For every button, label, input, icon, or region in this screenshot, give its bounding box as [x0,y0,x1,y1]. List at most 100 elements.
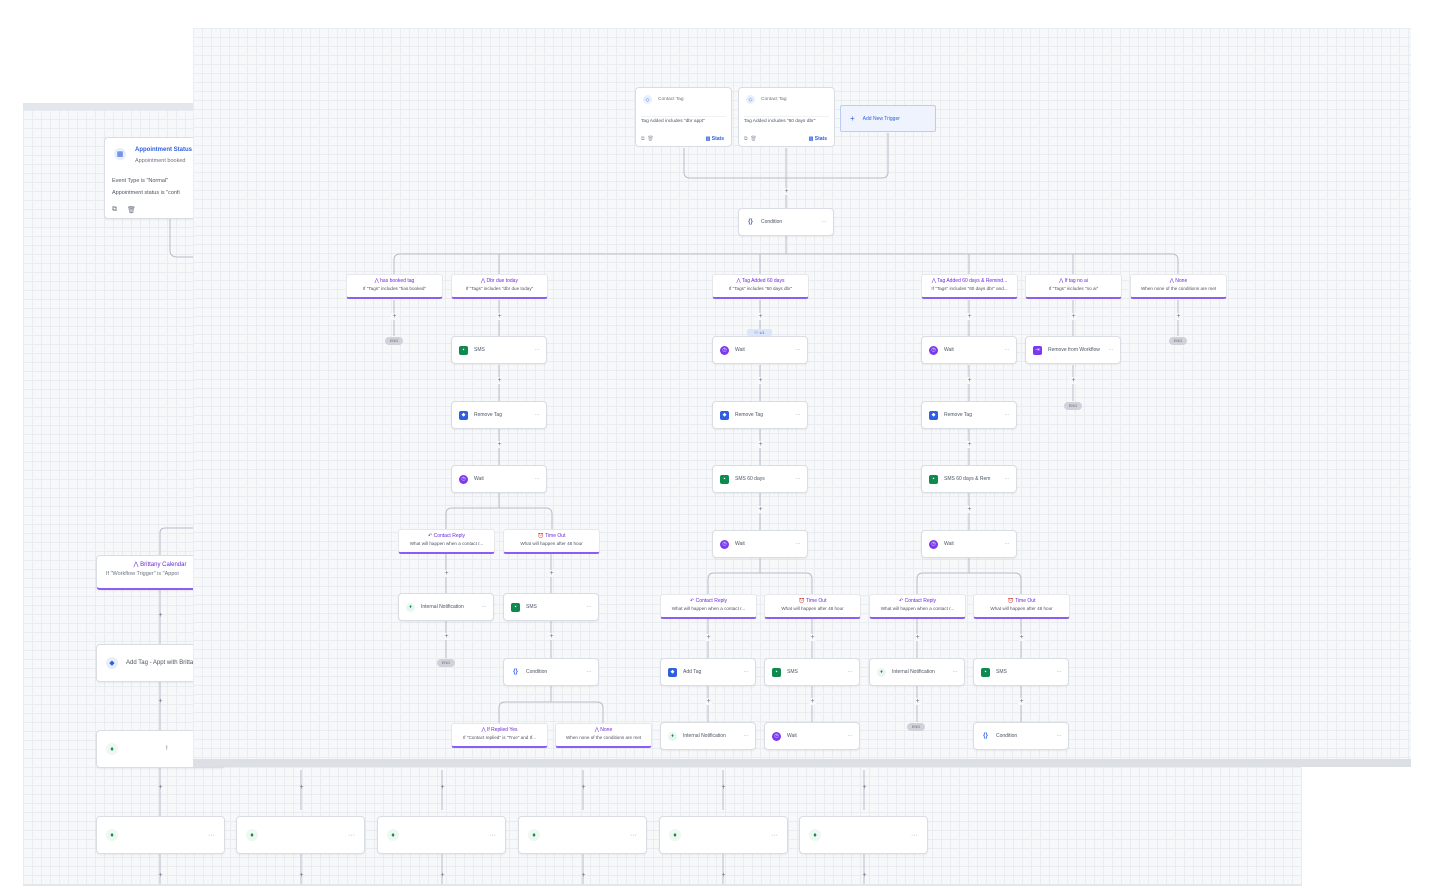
trash-icon[interactable]: 🗑 [127,207,136,214]
add-step-plus[interactable]: + [757,377,764,384]
bottom-node-6[interactable]: ♦··· [799,816,928,854]
stats-link[interactable]: ▥ Stats [706,136,724,142]
add-step-plus[interactable]: + [966,506,973,513]
remove-tag-node[interactable]: ◆Remove Tag··· [451,401,547,429]
wait-node[interactable]: ◷Wait··· [921,336,1017,364]
add-step-plus[interactable]: + [158,784,163,791]
wait-node[interactable]: ◷Wait··· [712,530,808,558]
copy-icon[interactable]: ⧉ [641,136,645,142]
trigger-contact-tag-2[interactable]: ◇Contact Tag Tag Added includes "60 days… [738,87,835,147]
bottom-node-3[interactable]: ♦··· [377,816,506,854]
more-icon[interactable]: ··· [348,831,355,839]
add-step-plus[interactable]: + [496,313,503,320]
add-step-plus[interactable]: + [443,570,450,577]
add-step-plus[interactable]: + [496,377,503,384]
sms-node[interactable]: ▪SMS··· [503,593,599,621]
branch-tag-added-60-days-remind[interactable]: ⋀ Tag Added 60 days & Remind...If "Tags"… [921,274,1018,299]
add-step-plus[interactable]: + [158,612,163,619]
more-icon[interactable]: ··· [481,604,487,610]
add-step-plus[interactable]: + [705,698,712,705]
condition-node[interactable]: {}Condition··· [973,722,1069,750]
add-step-plus[interactable]: + [440,872,445,879]
more-icon[interactable]: ··· [771,831,778,839]
add-step-plus[interactable]: + [1175,313,1182,320]
add-step-plus[interactable]: + [158,872,163,879]
more-icon[interactable]: ··· [1108,347,1114,353]
add-step-plus[interactable]: + [443,633,450,640]
trigger-contact-tag-1[interactable]: ◇Contact Tag Tag Added includes "dbr app… [635,87,732,147]
add-step-plus[interactable]: + [966,377,973,384]
more-icon[interactable]: ··· [1004,541,1010,547]
add-step-plus[interactable]: + [548,633,555,640]
add-step-plus[interactable]: + [757,313,764,320]
add-step-plus[interactable]: + [783,188,790,195]
more-icon[interactable]: ··· [795,476,801,482]
add-step-plus[interactable]: + [966,441,973,448]
sms-node[interactable]: ▪SMS··· [764,658,860,686]
trash-icon[interactable]: 🗑 [750,136,757,142]
more-icon[interactable]: ··· [743,669,749,675]
more-icon[interactable]: ··· [795,412,801,418]
bottom-node-4[interactable]: ♦··· [518,816,647,854]
more-icon[interactable]: ··· [743,733,749,739]
trash-icon[interactable]: 🗑 [647,136,654,142]
more-icon[interactable]: ··· [1056,733,1062,739]
remove-from-workflow-node[interactable]: ⇥Remove from Workflow··· [1025,336,1121,364]
more-icon[interactable]: ··· [795,541,801,547]
more-icon[interactable]: ··· [630,831,637,839]
wait-node[interactable]: ◷Wait··· [451,465,547,493]
bottom-node-2[interactable]: ♦··· [236,816,365,854]
wait-node[interactable]: ◷Wait··· [921,530,1017,558]
add-step-plus[interactable]: + [809,634,816,641]
more-icon[interactable]: ··· [821,219,827,225]
add-step-plus[interactable]: + [158,698,163,705]
sms-node[interactable]: ▪SMS··· [973,658,1069,686]
internal-notification-node[interactable]: ♦Internal Notification··· [660,722,756,750]
more-icon[interactable]: ··· [208,831,215,839]
add-step-plus[interactable]: + [721,872,726,879]
internal-notification-node[interactable]: ♦Internal Notification··· [398,593,494,621]
add-step-plus[interactable]: + [1070,377,1077,384]
more-icon[interactable]: ··· [586,604,592,610]
more-icon[interactable]: ··· [489,831,496,839]
add-step-plus[interactable]: + [966,313,973,320]
add-step-plus[interactable]: + [914,698,921,705]
wait-node[interactable]: ◷Wait··· [764,722,860,750]
add-tag-node[interactable]: ◆Add Tag··· [660,658,756,686]
more-icon[interactable]: ··· [1056,669,1062,675]
add-step-plus[interactable]: + [1018,698,1025,705]
sms-node[interactable]: ▪SMS··· [451,336,547,364]
more-icon[interactable]: ··· [1004,412,1010,418]
more-icon[interactable]: ··· [534,476,540,482]
condition-node[interactable]: {}Condition··· [503,658,599,686]
bottom-node-1[interactable]: ♦··· [96,816,225,854]
add-step-plus[interactable]: + [299,784,304,791]
add-step-plus[interactable]: + [862,784,867,791]
add-step-plus[interactable]: + [391,313,398,320]
add-step-plus[interactable]: + [914,634,921,641]
add-step-plus[interactable]: + [809,698,816,705]
wait-node[interactable]: ◷Wait··· [712,336,808,364]
more-icon[interactable]: ··· [1004,347,1010,353]
condition-main-node[interactable]: {}Condition··· [738,208,834,236]
sms-60-days-node[interactable]: ▪SMS 60 days··· [712,465,808,493]
add-step-plus[interactable]: + [757,506,764,513]
bottom-node-5[interactable]: ♦··· [659,816,788,854]
more-icon[interactable]: ··· [534,412,540,418]
add-step-plus[interactable]: + [581,784,586,791]
add-step-plus[interactable]: + [705,634,712,641]
add-new-trigger-button[interactable]: +Add New Trigger [840,105,936,132]
more-icon[interactable]: ··· [847,733,853,739]
copy-icon[interactable]: ⧉ [112,206,117,213]
